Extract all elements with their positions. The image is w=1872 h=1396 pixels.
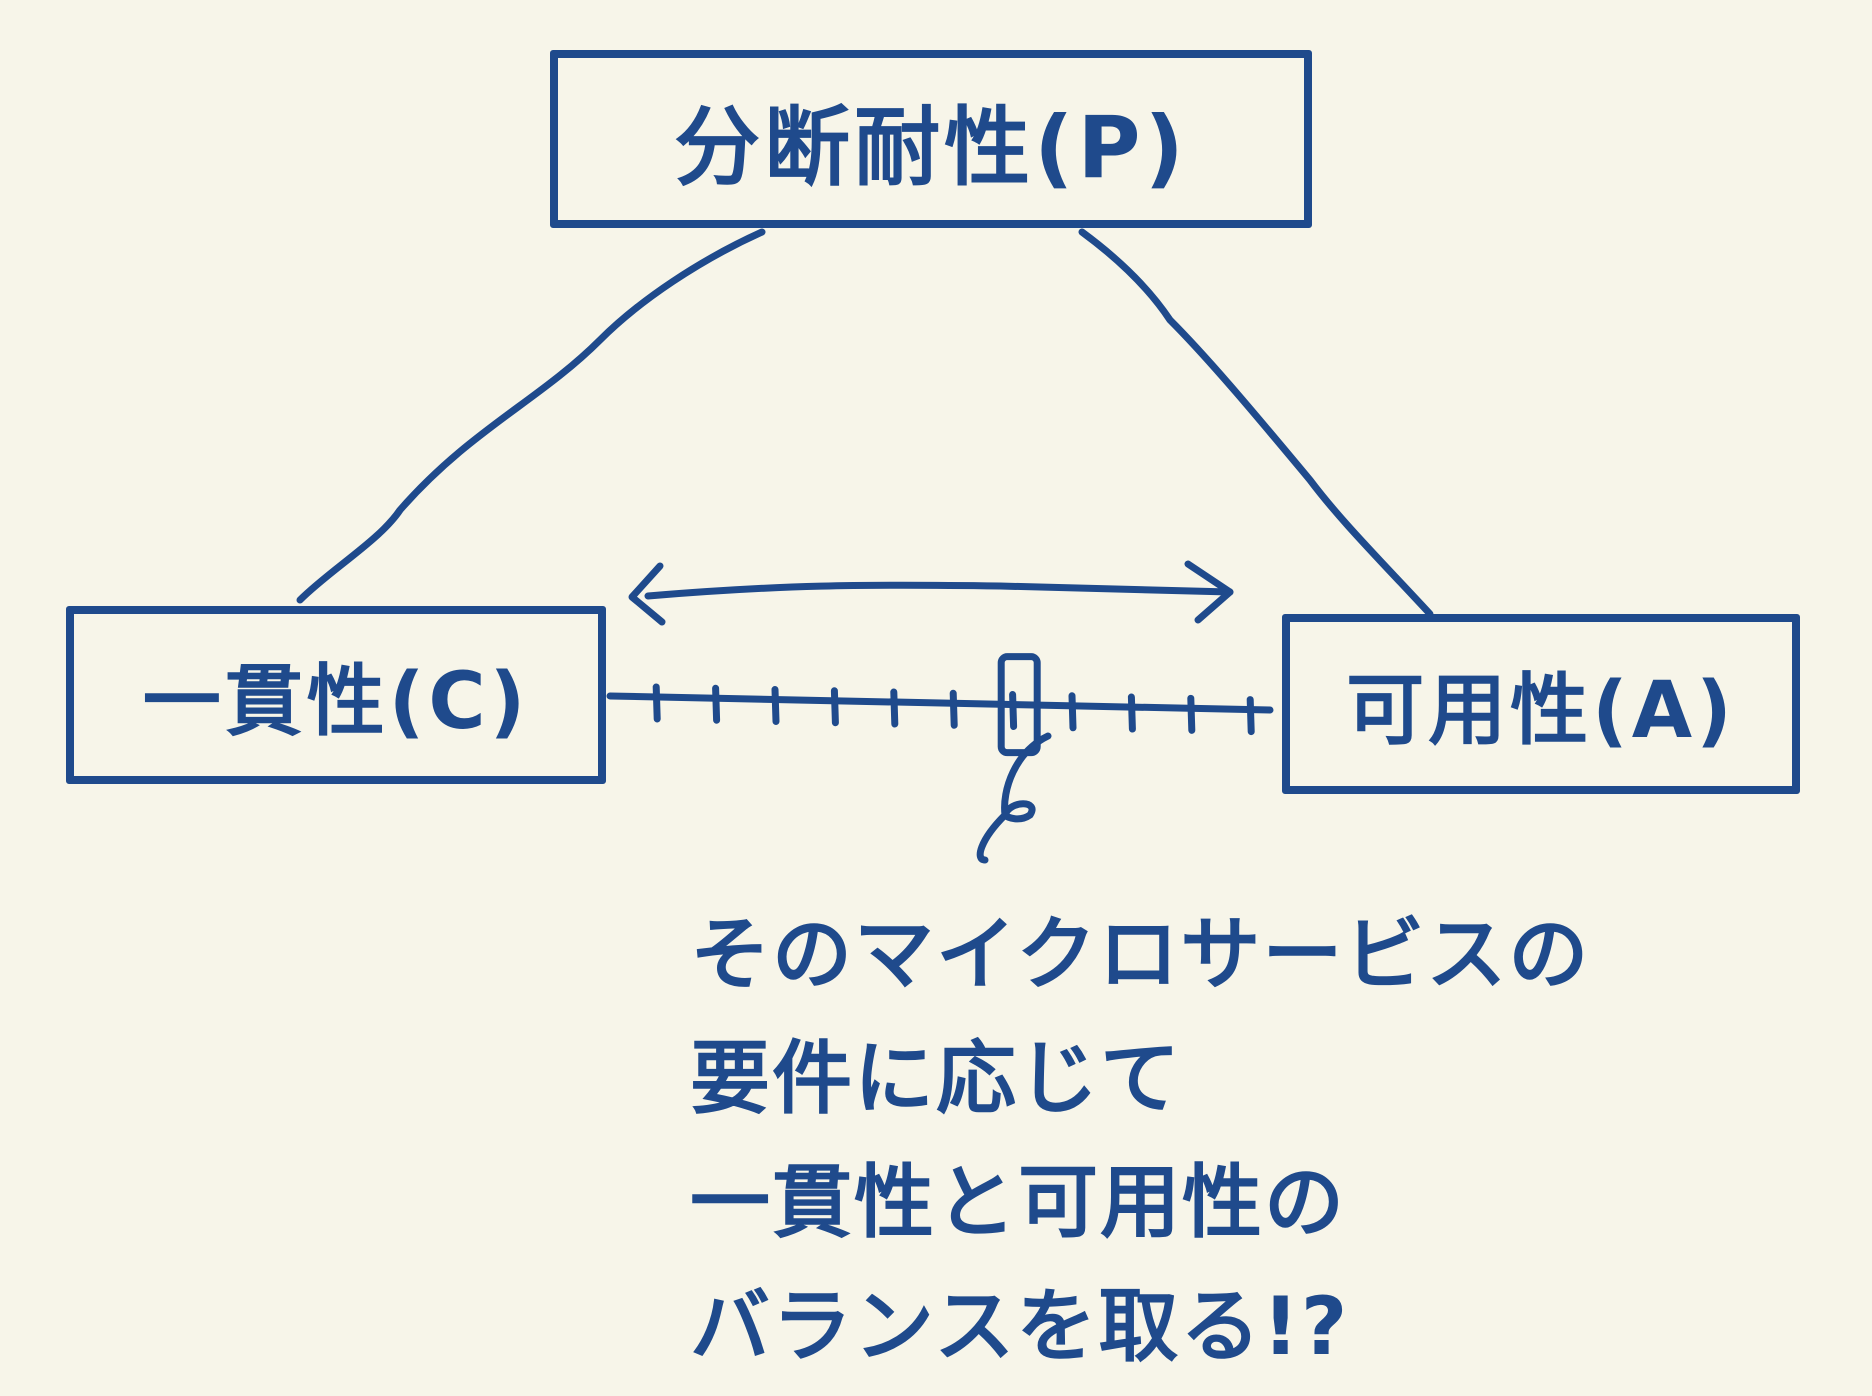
edge-p-to-a — [1078, 228, 1434, 618]
note-line: バランスを取る!? — [690, 1280, 1350, 1373]
note-line: そのマイクロサービスの — [690, 908, 1591, 1001]
scale-ticks — [652, 683, 1255, 736]
scale-tick — [1127, 693, 1136, 733]
scale-tick — [949, 689, 958, 729]
note-line: 一貫性と可用性の — [690, 1156, 1346, 1249]
tradeoff-arrow — [628, 560, 1234, 626]
partition-tolerance-box: 分断耐性(P) — [550, 50, 1312, 228]
scale-tick — [652, 683, 661, 723]
scale-slider[interactable] — [997, 653, 1041, 757]
consistency-label: 一貫性(C) — [142, 657, 530, 747]
scale-tick — [830, 687, 839, 727]
availability-box: 可用性(A) — [1282, 614, 1800, 794]
scale-tick — [1009, 691, 1018, 731]
note-leader — [976, 732, 1052, 864]
availability-label: 可用性(A) — [1346, 666, 1736, 756]
scale-tick — [890, 688, 899, 728]
scale-line — [606, 692, 1274, 714]
scale-tick — [1246, 696, 1255, 736]
note-line: 要件に応じて — [690, 1032, 1182, 1125]
scale-tick — [712, 684, 721, 724]
scale-tick — [1068, 692, 1077, 732]
annotation-note: そのマイクロサービスの 要件に応じて 一貫性と可用性の バランスを取る!? — [690, 893, 1690, 1389]
scale-tick — [1187, 694, 1196, 734]
edge-p-to-c — [296, 228, 766, 604]
partition-tolerance-label: 分断耐性(P) — [674, 97, 1188, 198]
tradeoff-arrow-right-head — [1184, 560, 1234, 624]
tradeoff-arrow-left-head — [628, 562, 666, 626]
scale-tick — [771, 686, 780, 725]
consistency-box: 一貫性(C) — [66, 606, 606, 784]
tradeoff-arrow-shaft — [644, 581, 1234, 600]
